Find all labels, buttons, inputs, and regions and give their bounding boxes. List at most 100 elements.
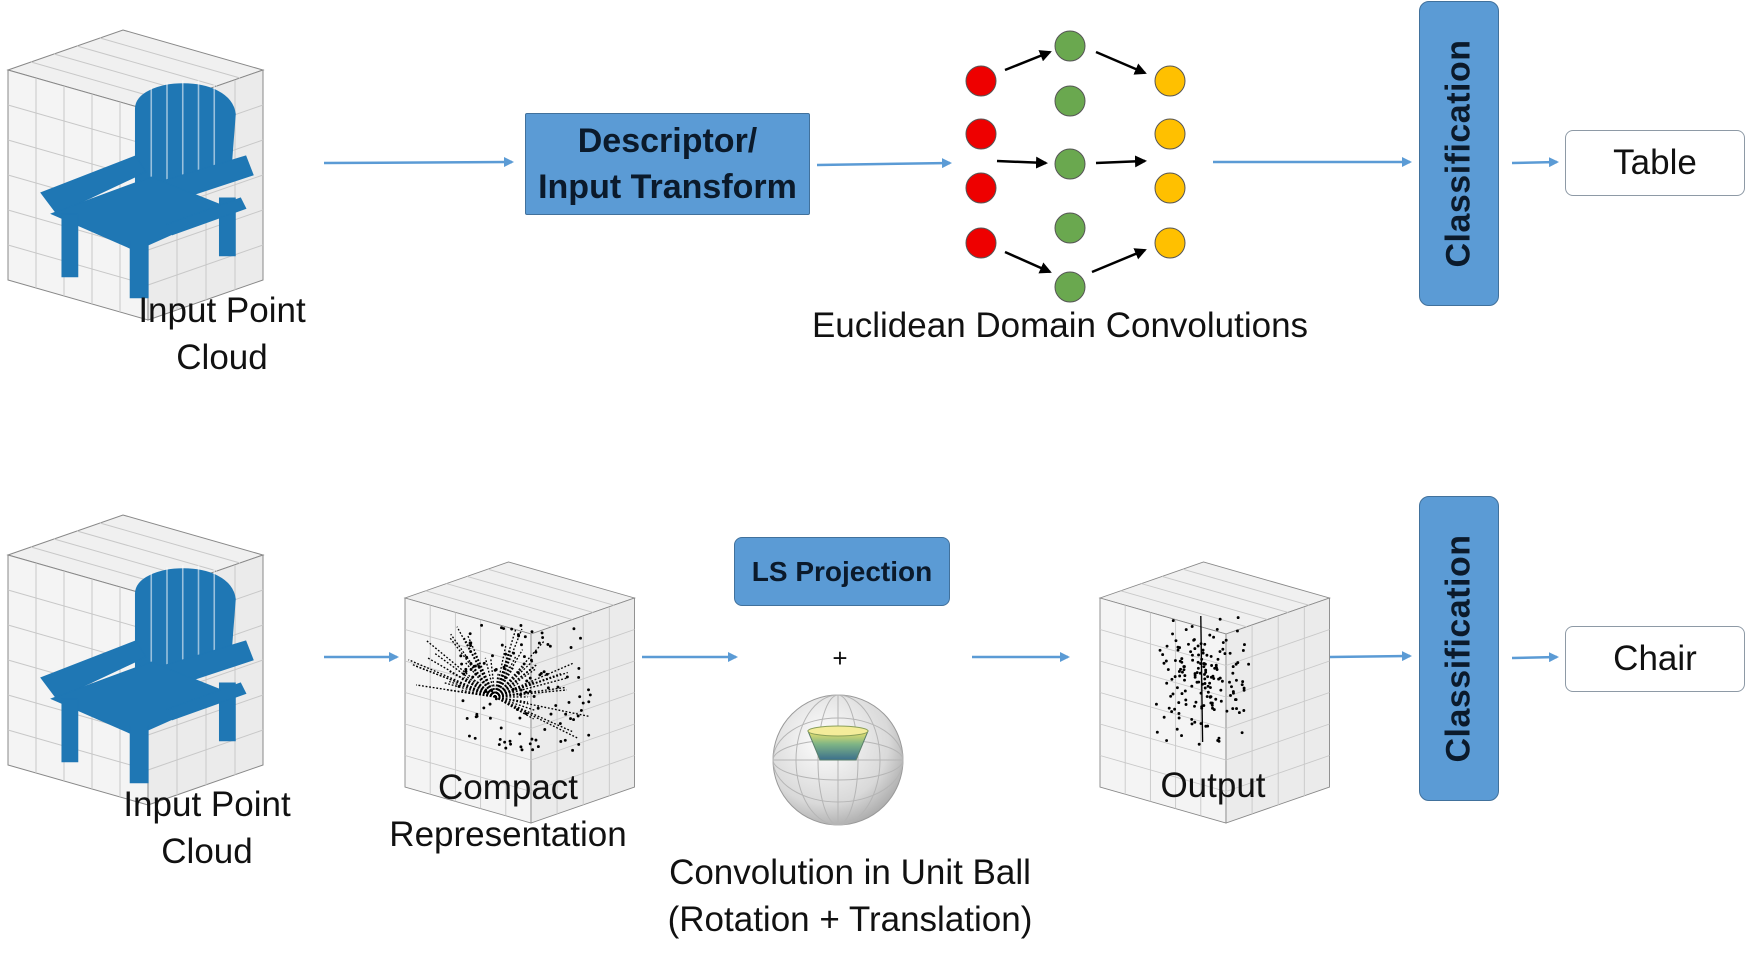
output-dot (1208, 695, 1212, 699)
compact-dot (519, 688, 523, 692)
compact-dot (546, 686, 550, 690)
compact-dot (494, 668, 498, 671)
compact-line2: Representation (389, 815, 627, 854)
output-dot (1175, 727, 1179, 731)
output-dot (1208, 681, 1212, 685)
compact-ray (494, 682, 519, 698)
unit-ball-line1: Convolution in Unit Ball (669, 853, 1031, 892)
output-dot (1187, 642, 1190, 646)
compact-dot (558, 722, 562, 725)
arrow-classification-to-chair (1511, 652, 1559, 663)
compact-dot (469, 650, 473, 653)
output-dot (1195, 671, 1199, 674)
compact-dot (540, 631, 544, 635)
compact-ray (494, 663, 538, 698)
output-dot (1179, 667, 1182, 671)
compact-dot (542, 670, 546, 674)
compact-dot (539, 671, 543, 675)
output-dot (1178, 646, 1181, 650)
output-dot (1202, 704, 1206, 707)
compact-dot (578, 695, 582, 699)
compact-dot (472, 664, 476, 668)
compact-dot (512, 651, 516, 655)
compact-ray (494, 696, 534, 720)
output-dot (1235, 678, 1238, 682)
output-dot (1197, 742, 1201, 746)
output-dot (1229, 694, 1232, 697)
output-dot (1203, 662, 1207, 666)
compact-dot (504, 652, 508, 656)
output-dot (1228, 651, 1232, 655)
compact-dot (577, 742, 581, 746)
compact-ray (494, 696, 589, 717)
output-dot (1241, 680, 1245, 684)
output-dot (1203, 642, 1207, 646)
output-dot (1237, 711, 1241, 715)
compact-dot (581, 701, 585, 705)
top-classification-box: Classification (1419, 1, 1499, 306)
compact-dot (559, 740, 563, 743)
output-dot (1203, 672, 1206, 676)
output-dot (1206, 724, 1210, 728)
compact-dot (465, 716, 469, 720)
compact-dot (459, 654, 463, 658)
output-dot (1241, 649, 1245, 652)
bottom-input-point-cloud-icon (7, 514, 264, 806)
compact-dot (525, 679, 529, 683)
bottom-input-label: Input Point Cloud (97, 781, 317, 875)
output-dot (1170, 677, 1174, 681)
output-dot (1201, 648, 1205, 652)
output-dot (1178, 674, 1182, 678)
output-dot (1204, 668, 1208, 672)
output-dot (1209, 701, 1213, 705)
output-dot (1219, 699, 1223, 703)
compact-dot (519, 624, 523, 627)
output-dot (1171, 619, 1175, 623)
compact-dot (554, 704, 558, 707)
output-dot (1170, 710, 1174, 714)
output-dot (1196, 666, 1200, 670)
compact-dot (460, 662, 464, 666)
compact-dot (499, 726, 503, 730)
arrow-input-to-descriptor (323, 157, 514, 168)
output-dot (1221, 641, 1225, 644)
output-dot (1203, 677, 1207, 681)
top-input-point-cloud-icon (7, 29, 264, 321)
compact-dot (522, 662, 526, 666)
output-dot (1220, 679, 1224, 683)
output-dot (1194, 700, 1198, 704)
output-dot (1154, 702, 1158, 706)
compact-dot (577, 675, 581, 679)
compact-representation-label: Compact Representation (378, 764, 638, 858)
output-dot (1206, 684, 1210, 688)
output-dot (1215, 627, 1219, 631)
output-dot (1190, 684, 1194, 688)
output-dot (1190, 722, 1194, 726)
output-class-chair-box: Chair (1565, 626, 1745, 692)
compact-dot (498, 737, 502, 741)
compact-ray (494, 686, 566, 698)
compact-ray (490, 657, 496, 698)
compact-dot (546, 643, 550, 646)
output-dot (1221, 647, 1225, 651)
compact-dot (530, 737, 534, 741)
compact-dot (528, 689, 532, 693)
output-dot (1210, 664, 1214, 667)
compact-dot (461, 699, 465, 703)
compact-dot (587, 733, 591, 737)
compact-dot (510, 627, 514, 631)
unit-ball-icon (772, 694, 904, 826)
output-dot (1175, 686, 1179, 690)
compact-dot (587, 688, 590, 692)
compact-dot (564, 712, 568, 716)
descriptor-input-transform-box: Descriptor/ Input Transform (525, 113, 810, 215)
descriptor-line1: Descriptor/ (577, 122, 758, 160)
output-dot (1204, 670, 1208, 674)
compact-dot (520, 643, 523, 647)
output-dot (1234, 698, 1238, 702)
compact-dot (543, 728, 547, 731)
compact-dot (579, 636, 582, 640)
output-dot (1190, 653, 1194, 657)
output-dot (1205, 653, 1209, 657)
compact-ray (484, 657, 496, 698)
